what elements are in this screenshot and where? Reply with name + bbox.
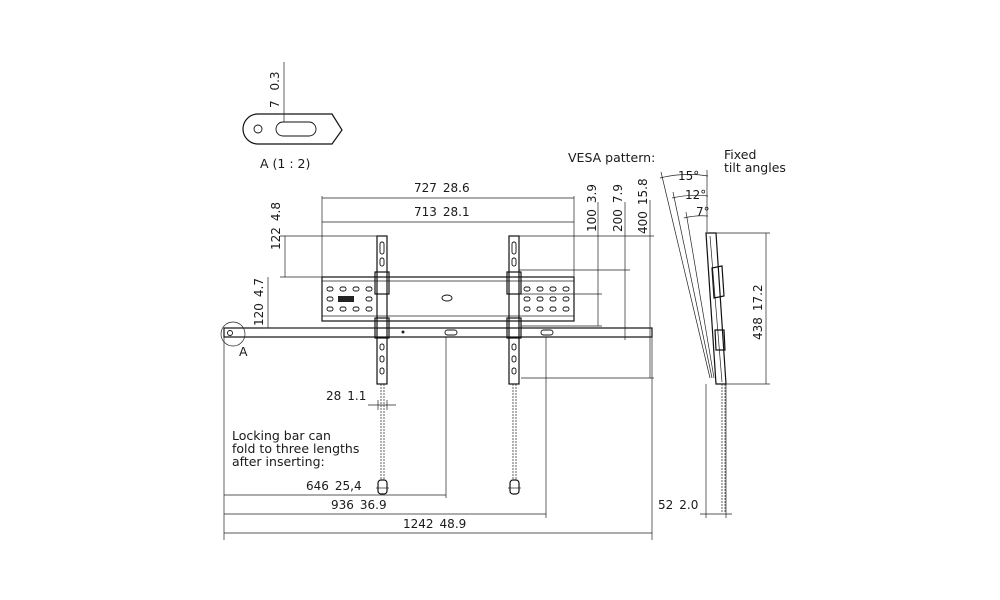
side-hook-upper (711, 265, 725, 299)
detail-dim-value: 7 (268, 100, 282, 108)
detail-slot (275, 121, 317, 137)
dim-122: 1224.8 (269, 202, 283, 250)
detail-dim-bracket: 0.3 (268, 71, 282, 90)
front-view: A (220, 150, 655, 540)
dim-400: 40015.8 (636, 178, 650, 234)
side-dim-438: 43817.2 (751, 284, 765, 340)
locking-bar (223, 327, 653, 338)
left-arm (374, 235, 390, 495)
tilt-title-line1: Fixed (724, 147, 756, 162)
right-slot-grid (523, 286, 570, 312)
tilt-ray-7 (685, 211, 715, 379)
tilt-ray-12 (672, 191, 713, 379)
vesa-title: VESA pattern: (568, 150, 655, 165)
detail-a-callout-circle (220, 321, 246, 347)
detail-plate (242, 113, 343, 145)
center-mark (441, 294, 453, 302)
dim-120: 1204.7 (252, 278, 266, 326)
arc-7 (683, 215, 709, 219)
locking-bar-lengths: Locking bar can fold to three lengths af… (223, 337, 653, 540)
dim-100: 1003.9 (585, 184, 599, 232)
tilt-angle-7: 7° (696, 205, 710, 219)
arc-12 (671, 194, 709, 199)
arc-15 (659, 174, 709, 179)
locking-note-line1: Locking bar can (232, 428, 331, 443)
tilt-angle-12: 12° (685, 188, 706, 202)
wall-plate (321, 276, 575, 322)
vesa-dimensions: 1003.9 2007.9 40015.8 VESA pattern: (519, 150, 655, 379)
detail-dim-text: 7 0.3 (268, 71, 282, 108)
locking-bar-end-hole (227, 330, 233, 336)
right-arm (506, 235, 522, 495)
locking-bar-rivet (401, 330, 405, 334)
locking-note-line3: after inserting: (232, 454, 325, 469)
tilt-title-line2: tilt angles (724, 160, 786, 175)
left-slot-grid (326, 286, 373, 312)
height-dimensions: 1224.8 1204.7 (252, 202, 377, 329)
locking-note-line2: fold to three lengths (232, 441, 359, 456)
side-hook-lower (714, 329, 726, 351)
locking-bar-slot (540, 329, 554, 336)
tilt-angle-15: 15° (678, 169, 699, 183)
level-mark (338, 296, 354, 302)
tilt-ray-15 (660, 171, 711, 379)
locking-bar-slot (444, 329, 458, 336)
detail-a-callout-label: A (239, 344, 248, 359)
detail-round-hole (253, 124, 263, 134)
detail-a: 7 0.3 A (1 : 2) (242, 62, 343, 171)
detail-label: A (1 : 2) (260, 156, 310, 171)
dim-200: 2007.9 (611, 184, 625, 232)
